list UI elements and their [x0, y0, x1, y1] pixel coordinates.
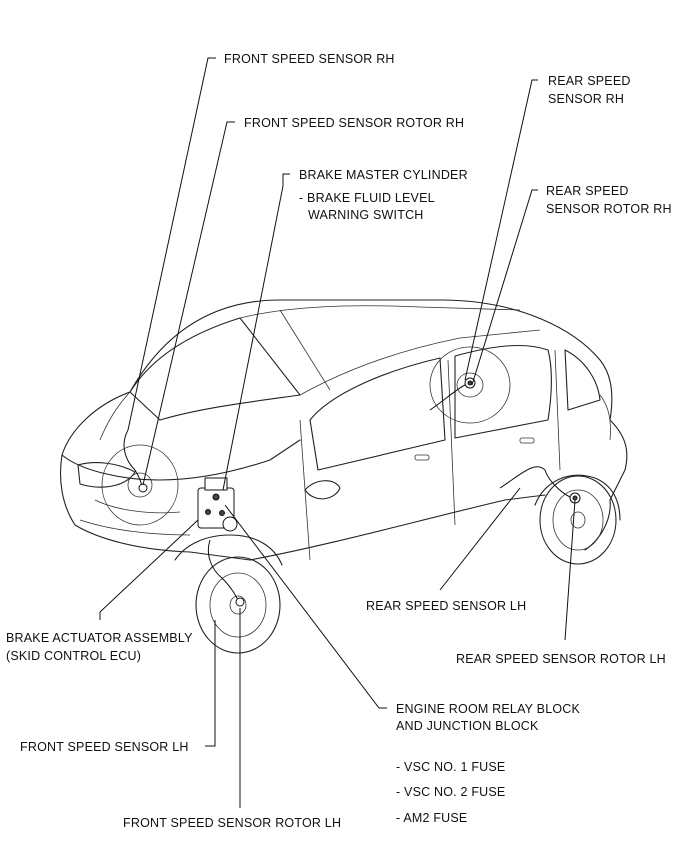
label-brake-fluid-level-line2: WARNING SWITCH: [308, 208, 424, 222]
label-rear-speed-sensor-rotor-lh: REAR SPEED SENSOR ROTOR LH: [456, 652, 666, 666]
label-front-speed-sensor-rotor-lh: FRONT SPEED SENSOR ROTOR LH: [123, 816, 341, 830]
label-brake-actuator-line2: (SKID CONTROL ECU): [6, 649, 141, 663]
label-front-speed-sensor-rotor-rh: FRONT SPEED SENSOR ROTOR RH: [244, 116, 464, 130]
leader-lines: [99, 57, 576, 808]
car-illustration: [59, 299, 628, 654]
rear-speed-sensor-rh-shape: [429, 377, 476, 411]
label-engine-room-relay-line1: ENGINE ROOM RELAY BLOCK: [396, 702, 581, 716]
label-brake-master-cylinder: BRAKE MASTER CYLINDER: [299, 168, 468, 182]
label-front-speed-sensor-lh: FRONT SPEED SENSOR LH: [20, 740, 189, 754]
label-brake-fluid-level-line1: - BRAKE FLUID LEVEL: [299, 191, 435, 205]
front-speed-sensor-rh-shape: [123, 429, 148, 493]
label-rear-speed-sensor-lh: REAR SPEED SENSOR LH: [366, 599, 526, 613]
label-rear-speed-sensor-rotor-rh-line1: REAR SPEED: [546, 184, 629, 198]
label-rear-speed-sensor-rotor-rh-line2: SENSOR ROTOR RH: [546, 202, 672, 216]
label-brake-actuator-line1: BRAKE ACTUATOR ASSEMBLY: [6, 631, 193, 645]
label-rear-speed-sensor-rh-line2: SENSOR RH: [548, 92, 624, 106]
fuse-item: - AM2 FUSE: [396, 811, 467, 825]
front-speed-sensor-lh-shape: [207, 539, 245, 607]
fuse-item: - VSC NO. 2 FUSE: [396, 785, 505, 799]
label-engine-room-relay-line2: AND JUNCTION BLOCK: [396, 719, 539, 733]
brake-actuator-shape: [197, 477, 238, 532]
fuse-item: - VSC NO. 1 FUSE: [396, 760, 505, 774]
label-front-speed-sensor-rh: FRONT SPEED SENSOR RH: [224, 52, 395, 66]
label-rear-speed-sensor-rh-line1: REAR SPEED: [548, 74, 631, 88]
